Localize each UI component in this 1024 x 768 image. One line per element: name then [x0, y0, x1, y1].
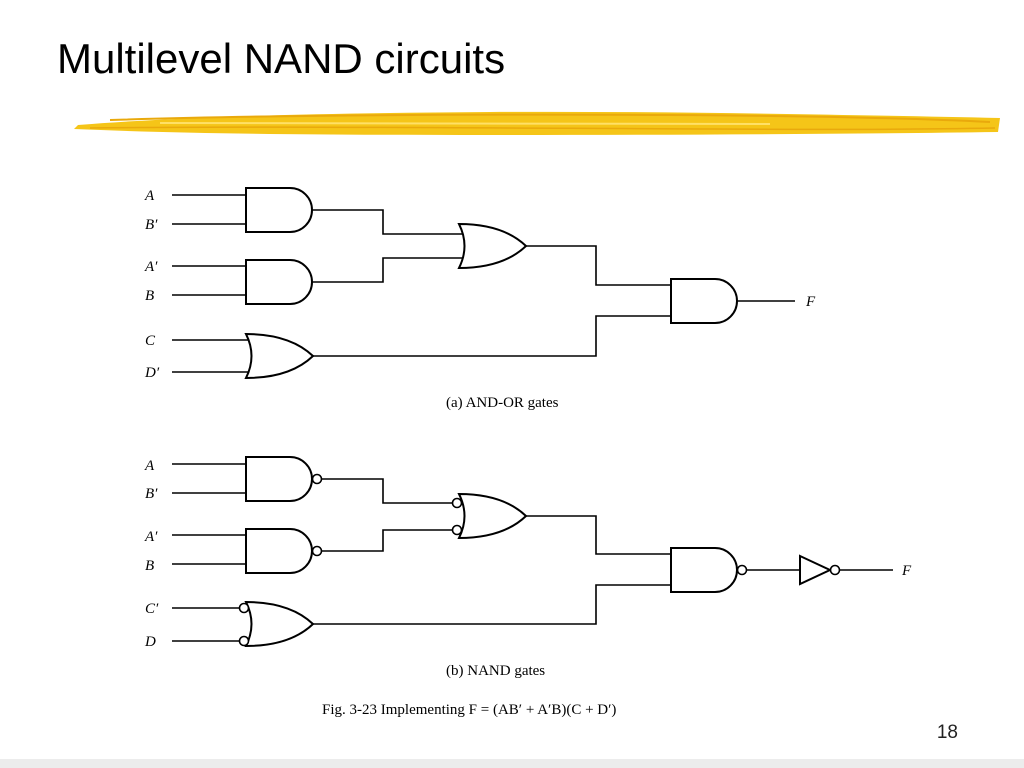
or-gate-main	[457, 222, 528, 270]
nand-gate-output	[670, 547, 738, 593]
input-label-c: C	[145, 333, 156, 349]
output-label-f: F	[805, 294, 816, 310]
input-label-a: A	[144, 188, 155, 204]
input-label-c-prime: C′	[145, 601, 159, 617]
input-label-d-prime: D′	[144, 365, 160, 381]
input-wires	[172, 463, 246, 642]
circuit-nand: A B′ A′ B C′ D	[144, 456, 912, 679]
input-label-a-prime: A′	[144, 529, 158, 545]
input-label-a: A	[144, 458, 155, 474]
inversion-bubble	[311, 545, 323, 557]
inversion-bubble	[829, 564, 841, 576]
nand-gate-1	[245, 456, 313, 502]
figure-expression: F = (AB′ + A′B)(C + D′)	[469, 702, 617, 718]
or-gate-inverted-inputs	[244, 600, 315, 648]
inversion-bubble	[311, 473, 323, 485]
inversion-bubble	[238, 635, 250, 647]
caption-nand: (b) NAND gates	[446, 663, 545, 679]
input-label-a-prime: A′	[144, 259, 158, 275]
inversion-bubble	[451, 497, 463, 509]
slide-title: Multilevel NAND circuits	[57, 35, 506, 82]
input-label-b: B	[145, 288, 154, 304]
output-label-f: F	[901, 563, 912, 579]
input-label-d: D	[144, 634, 156, 650]
footer-strip	[0, 759, 1024, 768]
caption-and-or: (a) AND-OR gates	[446, 395, 559, 411]
level-1-wires	[312, 209, 463, 283]
input-wires	[172, 194, 250, 373]
or-gate-cd	[244, 332, 315, 380]
inversion-bubble	[736, 564, 748, 576]
nand-gate-2	[245, 528, 313, 574]
level-2-wires	[313, 245, 671, 357]
title-underline-brushstroke	[74, 111, 1000, 135]
input-label-b-prime: B′	[145, 217, 158, 233]
input-label-b: B	[145, 558, 154, 574]
level-1-wires	[322, 478, 455, 552]
and-gate-1	[245, 187, 313, 233]
input-label-b-prime: B′	[145, 486, 158, 502]
level-2-wires	[313, 515, 671, 625]
nand-or-gate-main	[457, 492, 528, 540]
circuit-and-or: A B′ A′ B C D′ F (a) AND-OR gates	[144, 187, 816, 411]
page-number: 18	[936, 722, 958, 743]
inversion-bubble	[238, 602, 250, 614]
figure-label: Fig. 3-23 Implementing	[322, 702, 469, 718]
inverter-gate	[799, 554, 833, 586]
and-gate-2	[245, 259, 313, 305]
figure-caption: Fig. 3-23 Implementing F = (AB′ + A′B)(C…	[322, 702, 616, 718]
and-gate-output	[670, 278, 738, 324]
inversion-bubble	[451, 524, 463, 536]
